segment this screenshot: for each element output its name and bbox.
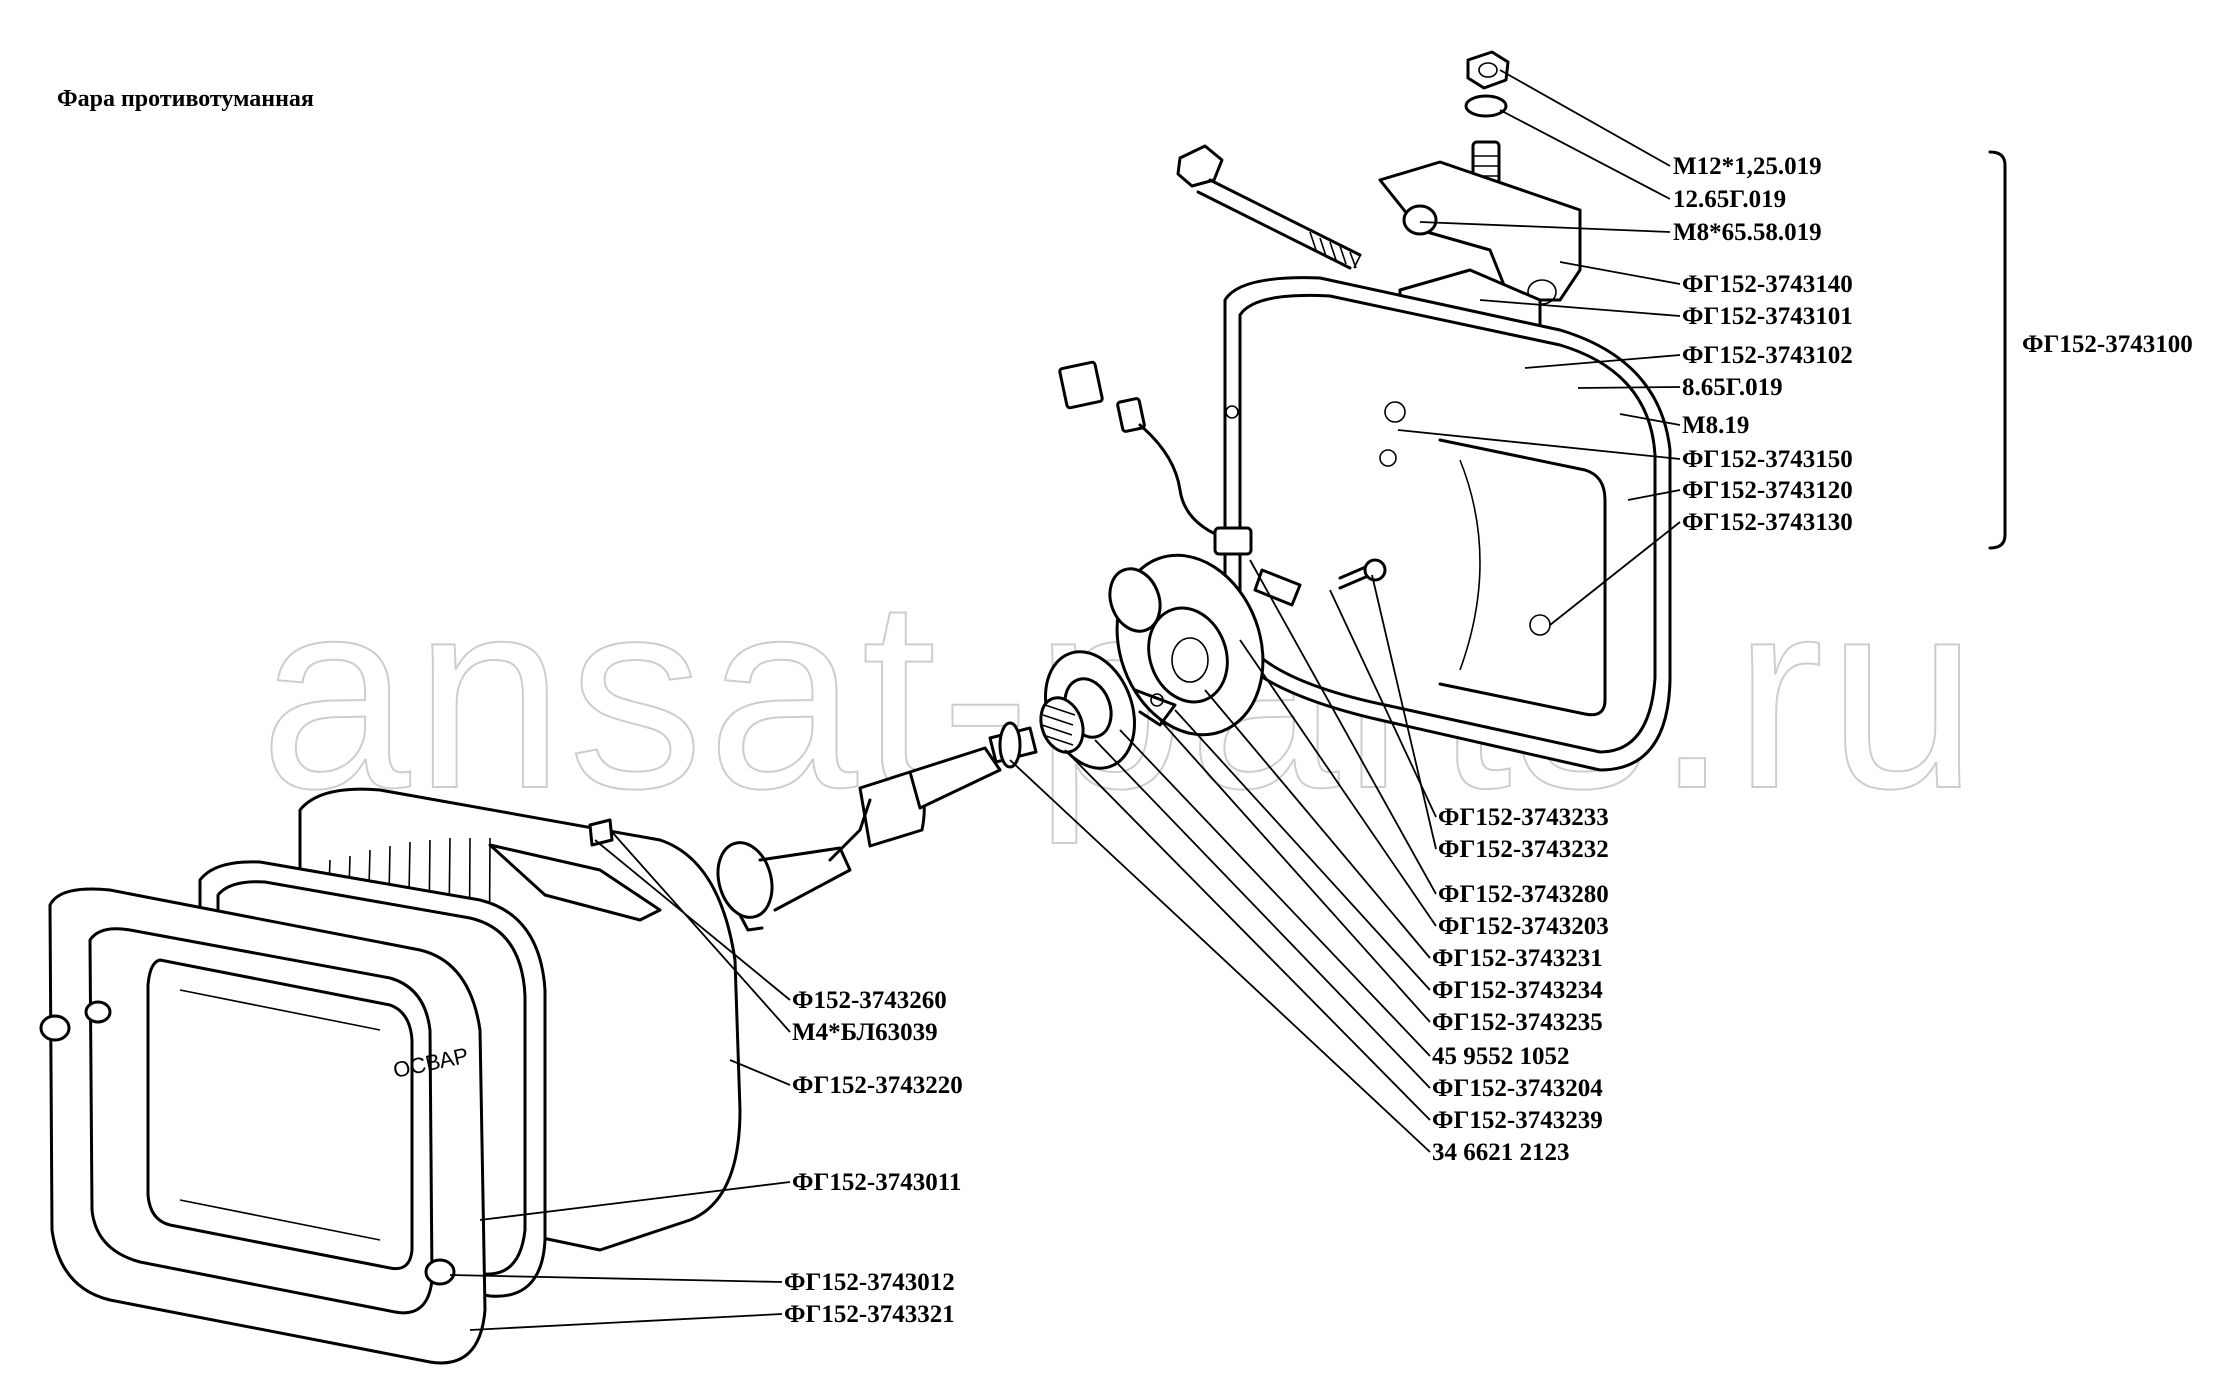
part-label: 34 6621 2123 [1432, 1139, 1570, 1166]
part-label: ФГ152-3743130 [1682, 509, 1853, 536]
part-label: ФГ152-3743011 [792, 1169, 962, 1196]
part-label: ФГ152-3743280 [1438, 881, 1609, 908]
leader-lines [449, 69, 1681, 1331]
part-label: ФГ152-3743220 [792, 1072, 963, 1099]
diagram-title: Фара противотуманная [57, 86, 314, 112]
part-label: ФГ152-3743012 [784, 1269, 955, 1296]
lamp-holder-group [1039, 553, 1387, 770]
leader-line [1329, 589, 1437, 818]
part-label: ФГ152-3743232 [1438, 836, 1609, 863]
leader-line [1627, 489, 1681, 501]
leader-line [469, 1313, 783, 1331]
leader-line [1174, 709, 1431, 991]
leader-line [1119, 729, 1431, 1057]
part-label: M4*БЛ63039 [792, 1019, 938, 1046]
leader-line [1524, 354, 1681, 369]
part-label: M8*65.58.019 [1673, 219, 1822, 246]
part-label: ФГ152-3743231 [1432, 945, 1603, 972]
rear-housing [1223, 276, 1672, 772]
part-label: ФГ152-3743102 [1682, 342, 1853, 369]
part-label: 12.65Г.019 [1673, 186, 1787, 213]
leader-line [1371, 574, 1437, 850]
part-label: 8.65Г.019 [1682, 374, 1783, 401]
group-bracket [1988, 150, 2007, 550]
leader-line [1549, 521, 1681, 626]
part-label: ФГ152-3743234 [1432, 977, 1603, 1004]
part-label: Ф152-3743260 [792, 987, 947, 1014]
leader-line [479, 1181, 791, 1221]
leader-line [611, 831, 791, 1033]
leader-line [1559, 261, 1681, 285]
front-housing: ОСВАР [39, 787, 742, 1365]
part-label: 45 9552 1052 [1432, 1043, 1570, 1070]
leader-line [729, 1059, 791, 1086]
leader-line [594, 839, 791, 1001]
part-label: ФГ152-3743235 [1432, 1009, 1603, 1036]
part-label: M12*1,25.019 [1673, 153, 1822, 180]
part-label: M8.19 [1682, 412, 1750, 439]
part-label: ФГ152-3743321 [784, 1301, 955, 1328]
leader-line [1499, 109, 1671, 200]
leader-line [1159, 719, 1431, 1023]
leader-line [1619, 413, 1681, 426]
part-label: ФГ152-3743150 [1682, 446, 1853, 473]
leader-line [1249, 559, 1437, 895]
leader-line [1064, 749, 1431, 1121]
part-label: ФГ152-3743120 [1682, 477, 1853, 504]
wire-connector [1058, 360, 1253, 556]
leader-line [1397, 429, 1681, 460]
part-label: ФГ152-3743203 [1438, 913, 1609, 940]
part-label: ФГ152-3743204 [1432, 1075, 1603, 1102]
group-label: ФГ152-3743100 [2022, 331, 2193, 358]
part-label: ФГ152-3743233 [1438, 804, 1609, 831]
leader-line [1009, 759, 1431, 1153]
leader-line [1479, 299, 1681, 317]
part-label: ФГ152-3743101 [1682, 303, 1853, 330]
leader-line [1239, 639, 1437, 927]
part-label: ФГ152-3743239 [1432, 1107, 1603, 1134]
part-label: ФГ152-3743140 [1682, 271, 1853, 298]
leader-line [1204, 689, 1431, 959]
leader-line [1499, 69, 1671, 167]
leader-line [1094, 739, 1431, 1089]
leader-line [1419, 221, 1671, 233]
leader-line [449, 1274, 783, 1283]
leader-line [1577, 386, 1681, 389]
bulb [716, 721, 1038, 932]
